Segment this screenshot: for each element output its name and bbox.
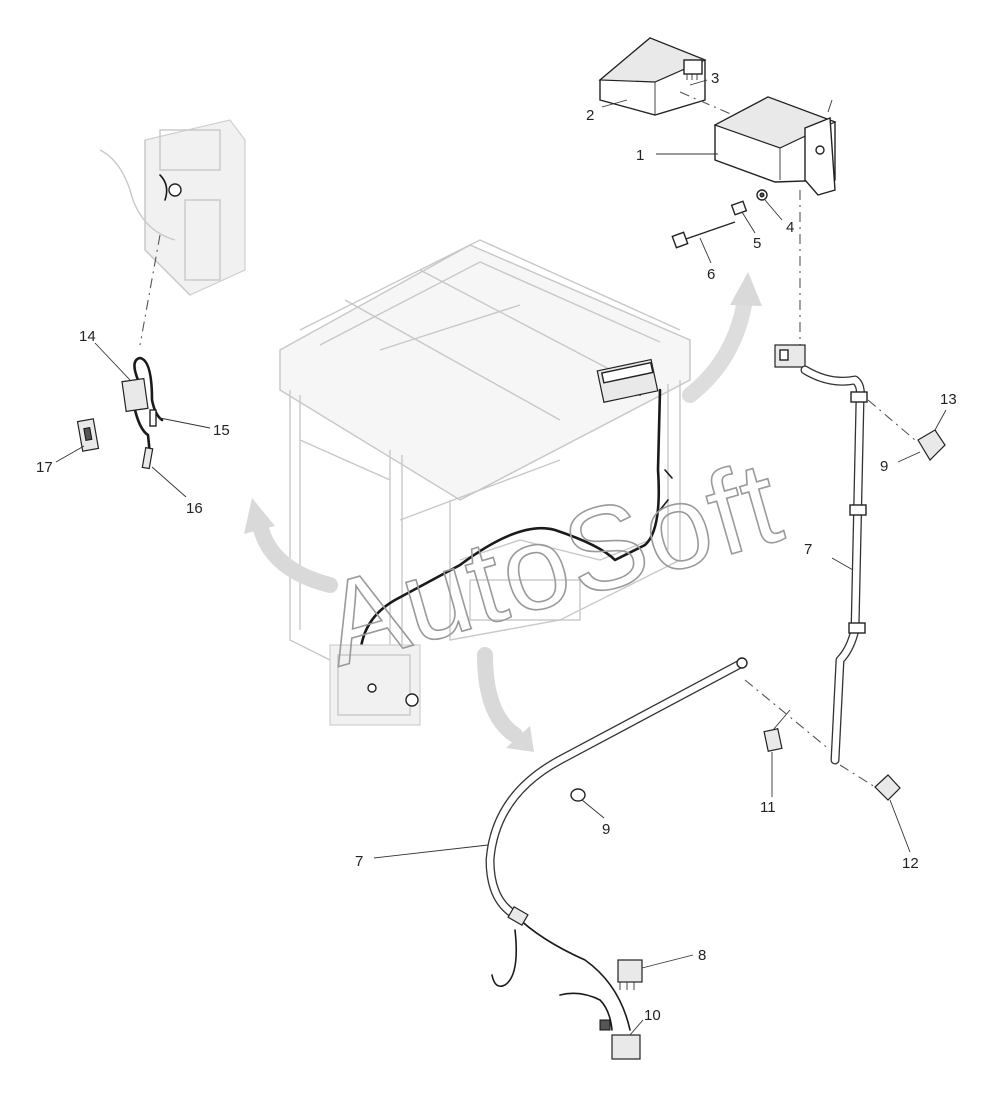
callout-16: 16	[186, 500, 203, 517]
callout-12: 12	[902, 855, 919, 872]
callout-3: 3	[711, 70, 719, 87]
callout-9-lower: 9	[602, 821, 610, 838]
callout-13: 13	[940, 391, 957, 408]
callout-5: 5	[753, 235, 761, 252]
radio-unit-group	[598, 37, 837, 345]
callout-4: 4	[786, 219, 794, 236]
callout-11: 11	[760, 799, 776, 816]
cab-corner-assembly	[99, 119, 246, 346]
callout-1: 1	[636, 147, 644, 164]
callout-6: 6	[707, 266, 715, 283]
callout-8: 8	[698, 947, 706, 964]
watermark: AutoSoft	[309, 436, 796, 692]
control-box-ghost	[329, 644, 421, 726]
callout-9-right: 9	[880, 458, 888, 475]
callout-2: 2	[586, 107, 594, 124]
callout-7-right: 7	[804, 541, 812, 558]
callout-labels: 1 2 3 4 5 6 7 7 8 9 9 10 11 12 13 14 15 …	[36, 70, 957, 1024]
antenna-module-group	[76, 356, 164, 470]
callout-15: 15	[213, 422, 230, 439]
callout-7-lower: 7	[355, 853, 363, 870]
callout-14: 14	[79, 328, 96, 345]
lower-harness-group	[485, 657, 748, 1060]
callout-10: 10	[644, 1007, 661, 1024]
leader-lines	[55, 79, 947, 1036]
cab-wiring-harness	[329, 358, 673, 726]
right-harness-group	[744, 344, 946, 801]
callout-17: 17	[36, 459, 53, 476]
direction-arrows	[244, 272, 762, 752]
